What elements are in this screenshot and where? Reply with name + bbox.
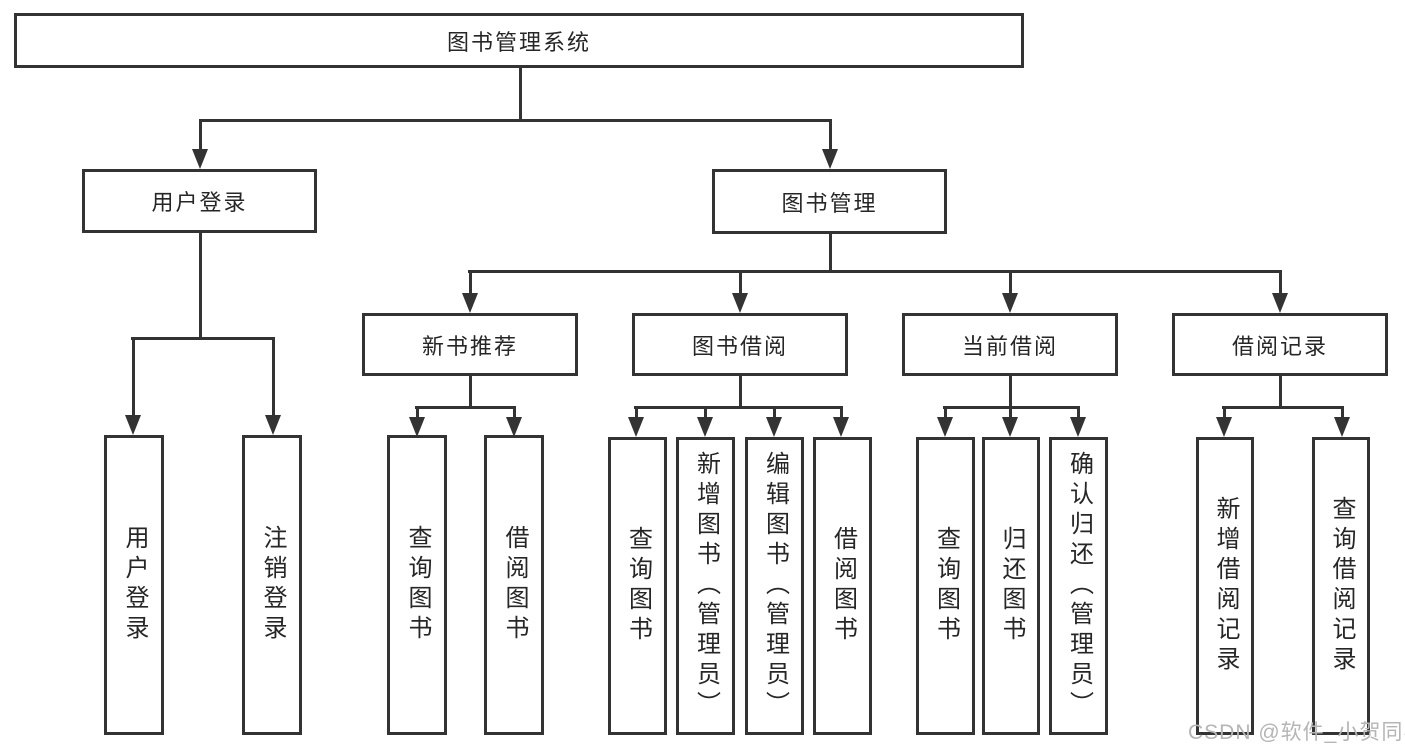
arrow-down-icon xyxy=(937,417,953,437)
connector-line xyxy=(519,66,522,121)
arrow-down-icon xyxy=(506,417,522,437)
leaf-borrow-add-admin-label: 新增图书（管理员） xyxy=(692,451,720,721)
connector-line xyxy=(1009,375,1012,408)
connector-line xyxy=(1223,406,1226,419)
leaf-borrow-borrow: 借阅图书 xyxy=(813,437,872,735)
connector-line xyxy=(132,337,135,417)
connector-line xyxy=(469,270,472,296)
node-borrow-records: 借阅记录 xyxy=(1172,313,1388,376)
leaf-borrow-edit-admin-label: 编辑图书（管理员） xyxy=(761,451,789,721)
leaf-current-return: 归还图书 xyxy=(982,437,1040,735)
connector-line xyxy=(468,270,1282,273)
arrow-down-icon xyxy=(265,415,281,435)
leaf-borrow-add-admin: 新增图书（管理员） xyxy=(676,437,735,735)
connector-line xyxy=(1222,406,1344,409)
connector-line xyxy=(199,119,202,152)
connector-line xyxy=(1279,270,1282,296)
arrow-down-icon xyxy=(192,149,208,169)
connector-line xyxy=(416,406,419,419)
connector-line xyxy=(635,406,638,419)
arrow-down-icon xyxy=(628,417,644,437)
leaf-borrow-edit-admin: 编辑图书（管理员） xyxy=(745,437,804,735)
leaf-records-add-label: 新增借阅记录 xyxy=(1212,496,1239,676)
node-new-books: 新书推荐 xyxy=(362,313,578,376)
connector-line xyxy=(840,406,843,419)
node-user-login-label: 用户登录 xyxy=(151,190,248,215)
node-book-borrow-label: 图书借阅 xyxy=(691,333,788,359)
connector-line xyxy=(1077,406,1080,419)
node-book-mgmt-label: 图书管理 xyxy=(781,190,878,216)
node-borrow-records-label: 借阅记录 xyxy=(1231,333,1328,359)
leaf-logout: 注销登录 xyxy=(242,435,302,735)
leaf-borrow-borrow-label: 借阅图书 xyxy=(829,526,857,646)
leaf-logout-label: 注销登录 xyxy=(259,525,286,645)
node-root: 图书管理系统 xyxy=(14,13,1024,68)
arrow-down-icon xyxy=(409,417,425,437)
leaf-newbooks-borrow: 借阅图书 xyxy=(484,435,544,735)
leaf-current-return-label: 归还图书 xyxy=(998,526,1025,646)
connector-line xyxy=(829,233,832,272)
leaf-records-add: 新增借阅记录 xyxy=(1196,437,1254,735)
leaf-newbooks-query: 查询图书 xyxy=(387,435,447,735)
connector-line xyxy=(199,119,832,122)
leaf-current-query-label: 查询图书 xyxy=(932,526,960,646)
node-new-books-label: 新书推荐 xyxy=(421,333,518,359)
connector-line xyxy=(773,406,776,419)
node-book-mgmt: 图书管理 xyxy=(712,169,947,234)
arrow-down-icon xyxy=(1002,417,1018,437)
arrow-down-icon xyxy=(766,417,782,437)
leaf-user-login: 用户登录 xyxy=(104,435,164,735)
arrow-down-icon xyxy=(1272,293,1288,313)
arrow-down-icon xyxy=(1216,417,1232,437)
connector-line xyxy=(1009,406,1012,419)
connector-line xyxy=(272,337,275,417)
leaf-borrow-query-label: 查询图书 xyxy=(624,526,652,646)
connector-line xyxy=(634,406,843,409)
node-current-borrow: 当前借阅 xyxy=(902,313,1118,376)
connector-line xyxy=(469,375,472,408)
connector-line xyxy=(739,270,742,296)
connector-line xyxy=(829,119,832,152)
csdn-watermark: CSDN @软件_小贺同学 xyxy=(1188,721,1405,744)
leaf-records-query-label: 查询借阅记录 xyxy=(1328,496,1355,676)
node-root-label: 图书管理系统 xyxy=(446,29,591,55)
node-book-borrow: 图书借阅 xyxy=(632,313,848,376)
leaf-current-confirm-admin: 确认归还（管理员） xyxy=(1049,437,1108,735)
connector-line xyxy=(704,406,707,419)
arrow-down-icon xyxy=(1002,293,1018,313)
connector-line xyxy=(415,406,516,409)
leaf-records-query: 查询借阅记录 xyxy=(1312,437,1370,735)
node-current-borrow-label: 当前借阅 xyxy=(961,333,1058,359)
leaf-newbooks-query-label: 查询图书 xyxy=(404,525,431,645)
arrow-down-icon xyxy=(462,293,478,313)
connector-line xyxy=(513,406,516,419)
arrow-down-icon xyxy=(697,417,713,437)
leaf-current-query: 查询图书 xyxy=(916,437,975,735)
connector-line xyxy=(944,406,947,419)
node-user-login: 用户登录 xyxy=(82,169,317,233)
leaf-current-confirm-admin-label: 确认归还（管理员） xyxy=(1065,451,1093,721)
arrow-down-icon xyxy=(732,293,748,313)
arrow-down-icon xyxy=(833,417,849,437)
leaf-newbooks-borrow-label: 借阅图书 xyxy=(501,525,528,645)
connector-line xyxy=(131,337,275,340)
connector-line xyxy=(739,375,742,408)
leaf-user-login-label: 用户登录 xyxy=(121,525,148,645)
arrow-down-icon xyxy=(822,149,838,169)
arrow-down-icon xyxy=(125,415,141,435)
leaf-borrow-query: 查询图书 xyxy=(608,437,667,735)
connector-line xyxy=(1279,375,1282,408)
connector-line xyxy=(199,232,202,339)
connector-line xyxy=(1009,270,1012,296)
arrow-down-icon xyxy=(1334,417,1350,437)
connector-line xyxy=(1341,406,1344,419)
arrow-down-icon xyxy=(1070,417,1086,437)
